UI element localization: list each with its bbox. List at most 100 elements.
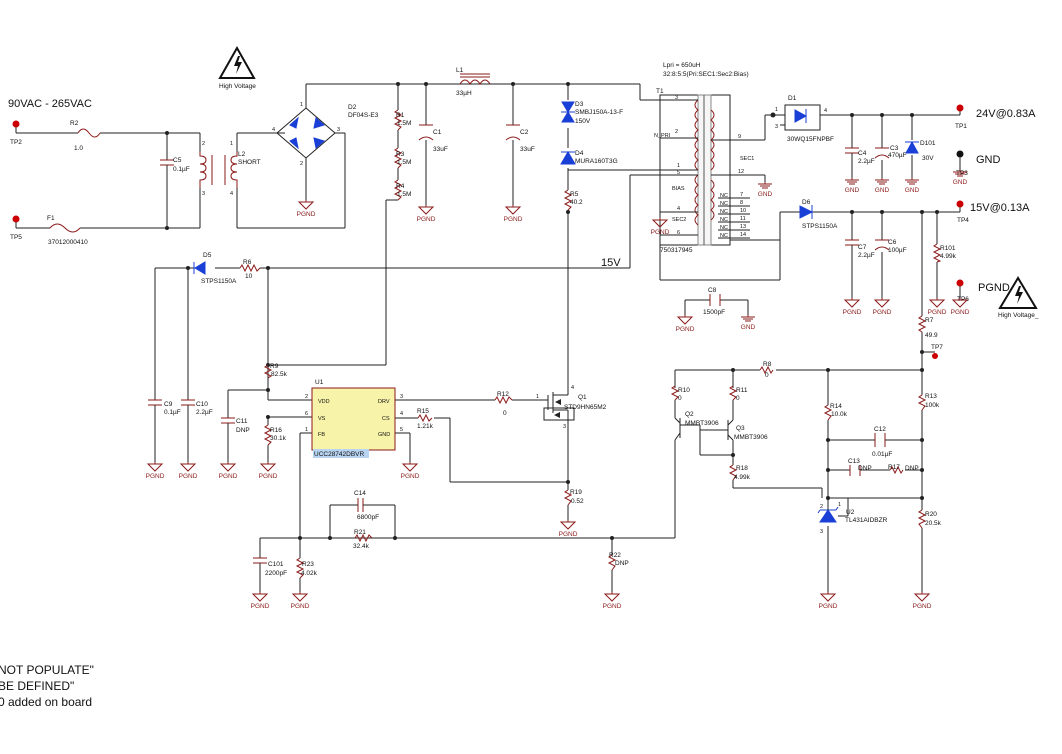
r16-value: 30.1k	[270, 435, 287, 442]
c2-value: 33uF	[520, 146, 535, 153]
r3-resistor: R3 1.5M	[393, 147, 411, 169]
pgnd-symbol: PGND	[297, 200, 316, 218]
tp3-test-point[interactable]: TP3 GND	[956, 150, 1001, 178]
svg-text:SEC1: SEC1	[740, 156, 754, 162]
r14-ref: R14	[830, 403, 842, 410]
q1-mosfet: 4 1 3 Q1 STD9HN65M2	[536, 380, 607, 430]
tp2-test-point[interactable]: TP2	[10, 120, 22, 147]
r1-resistor: R1 1.5M	[393, 109, 411, 131]
pgnd-label: PGND	[259, 473, 278, 480]
q2-ref: Q2	[685, 411, 694, 418]
pgnd-label: PGND	[873, 309, 892, 316]
pgnd-label: PGND	[291, 603, 310, 610]
c13-value: DNP	[858, 465, 872, 472]
u2-shunt-regulator: 2 3 1 U2 TL431AIDBZR	[817, 488, 888, 535]
svg-text:14: 14	[740, 232, 746, 238]
input-voltage-label: 90VAC - 265VAC	[8, 98, 92, 110]
r2-ref: R2	[70, 120, 79, 127]
d5-value: STPS1150A	[201, 278, 237, 285]
r7-value: 49.9	[925, 332, 938, 339]
t1-ref: T1	[656, 88, 664, 95]
c3-ref: C3	[890, 145, 899, 152]
pgnd-label: PGND	[179, 473, 198, 480]
pgnd-symbol: PGND	[291, 592, 310, 610]
c5-ref: C5	[173, 157, 182, 164]
c14-capacitor: C14 6800pF	[354, 490, 379, 521]
r18-resistor: R18 4.99k	[728, 464, 751, 481]
c10-capacitor: C10 2.2µF	[181, 399, 213, 416]
pgnd-label: PGND	[146, 473, 165, 480]
pgnd-label: PGND	[401, 473, 420, 480]
junctions	[165, 82, 939, 540]
svg-text:13: 13	[740, 224, 746, 230]
r4-resistor: R4 1.5M	[393, 179, 411, 201]
l1-ref: L1	[456, 67, 464, 74]
r14-resistor: R14 10.0k	[823, 403, 848, 421]
tp5-test-point[interactable]: TP5	[10, 215, 22, 242]
r16-resistor: R16 30.1k	[263, 424, 287, 446]
tp7-test-point[interactable]: TP7	[922, 344, 943, 359]
l1-value: 33µH	[456, 90, 472, 97]
r17-value: DNP	[905, 465, 919, 472]
pgnd-label: PGND	[913, 603, 932, 610]
pgnd-symbol: PGND	[951, 298, 970, 316]
f1-value: 37012000410	[48, 239, 88, 246]
svg-text:2: 2	[820, 504, 823, 510]
svg-text:11: 11	[740, 216, 746, 222]
c2-capacitor: C2 33uF	[505, 124, 535, 153]
r20-value: 20.5k	[925, 520, 942, 527]
c11-ref: C11	[236, 418, 248, 425]
svg-text:12: 12	[738, 169, 744, 175]
d4-value: MURA160T3G	[575, 158, 618, 165]
hv2-label: High Voltage_	[998, 312, 1039, 319]
pgnd-symbol: PGND	[251, 592, 270, 610]
svg-text:6: 6	[305, 411, 308, 417]
tp1-label: TP1	[955, 123, 967, 130]
pgnd-symbol: PGND	[843, 298, 862, 316]
tp6-test-point[interactable]: TP6 PGND	[956, 279, 1010, 304]
r11-ref: R11	[736, 387, 748, 394]
c7-ref: C7	[858, 244, 867, 251]
r13-ref: R13	[925, 393, 937, 400]
r1-value: 1.5M	[397, 120, 411, 127]
r7-resistor: R7 49.9	[917, 315, 938, 339]
c1-ref: C1	[433, 129, 442, 136]
svg-text:NC: NC	[720, 233, 728, 239]
gnd-symbol: GND	[905, 178, 920, 194]
pgnd-label: PGND	[843, 309, 862, 316]
tp1-test-point[interactable]: TP1 24V@0.83A	[955, 104, 1036, 131]
svg-text:CS: CS	[382, 416, 390, 422]
tp5-label: TP5	[10, 234, 22, 241]
pgnd-label: PGND	[819, 603, 838, 610]
svg-text:2: 2	[202, 141, 205, 147]
c4-ref: C4	[858, 150, 867, 157]
svg-text:7: 7	[740, 192, 743, 198]
d5-diode: D5 STPS1150A	[193, 252, 237, 285]
pgnd-symbol: PGND	[873, 298, 892, 316]
r12-ref: R12	[497, 391, 509, 398]
pgnd-label: PGND	[297, 211, 316, 218]
r5-resistor: R5 40.2	[563, 189, 583, 211]
svg-text:3: 3	[675, 95, 678, 101]
c101-value: 2200pF	[265, 570, 287, 577]
t1-ratio: 32:8:5:5(Pri:SEC1:Sec2:Bias)	[663, 71, 749, 78]
output-15v-label: 15V@0.13A	[970, 202, 1030, 214]
r9-value: 82.5k	[271, 371, 288, 378]
d3-ref: D3	[575, 101, 584, 108]
f1-ref: F1	[47, 215, 55, 222]
d2-value: DF04S-E3	[348, 112, 379, 119]
l2-choke: 2 3 4 1 L2 SHORT	[199, 141, 261, 197]
svg-text:6: 6	[677, 230, 680, 236]
r2-resistor: R2 1.0	[70, 120, 101, 152]
svg-text:BIAS: BIAS	[672, 186, 685, 192]
gnd-label: GND	[953, 179, 968, 186]
c14-value: 6800pF	[357, 514, 379, 521]
c14-ref: C14	[354, 490, 366, 497]
pgnd-label: PGND	[651, 229, 670, 236]
r7-ref: R7	[925, 317, 934, 324]
r14-value: 10.0k	[831, 411, 848, 418]
wires	[16, 83, 960, 592]
note-line-3: 0 added on board	[0, 695, 92, 709]
r10-value: 0	[678, 395, 682, 402]
tp4-test-point[interactable]: TP4 15V@0.13A	[956, 200, 1031, 225]
